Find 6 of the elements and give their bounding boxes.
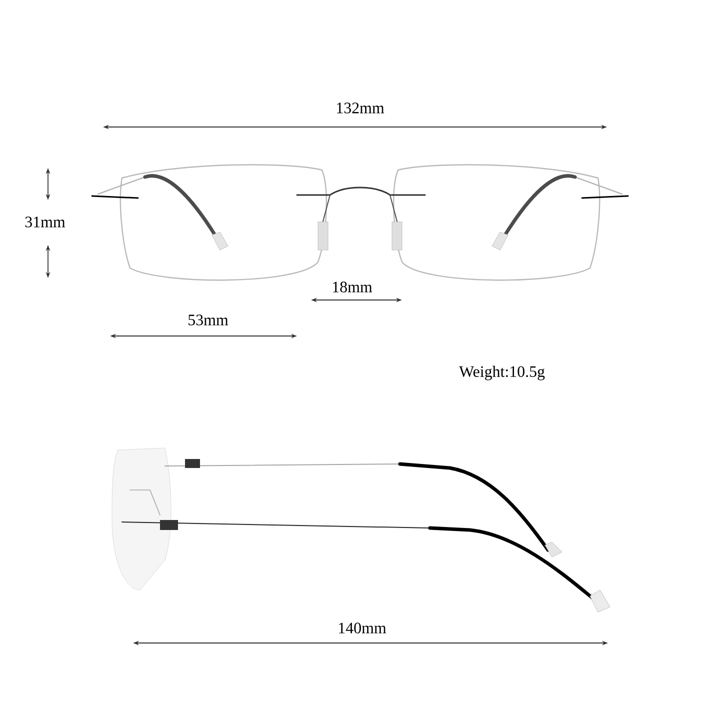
dimension-label: 31mm: [25, 216, 66, 228]
dimension-label: 140mm: [339, 622, 386, 634]
dimension-label: 53mm: [188, 314, 228, 326]
dimension-label: 132mm: [337, 102, 384, 114]
dimension-label: 18mm: [333, 282, 372, 292]
weight-label: Weight:10.5g: [459, 366, 545, 380]
